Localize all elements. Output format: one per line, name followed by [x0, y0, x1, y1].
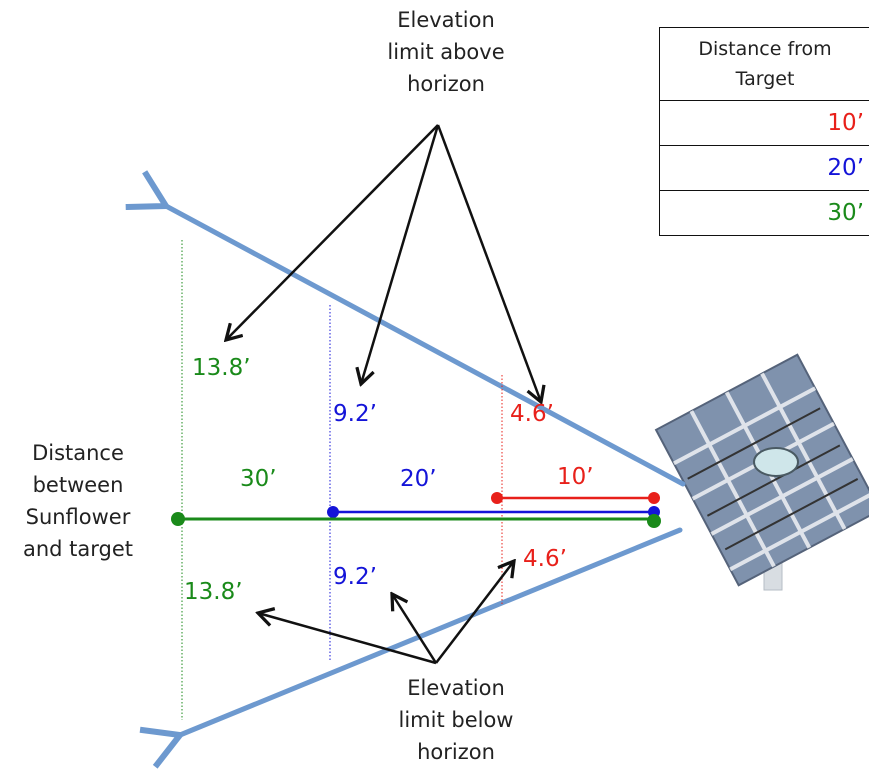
distance-point-20-start [327, 506, 339, 518]
distance-point-10-end [648, 492, 660, 504]
distance-point-10-start [491, 492, 503, 504]
caption-line: between [32, 473, 124, 497]
distance-label-10: 10’ [557, 464, 594, 490]
caption-line: horizon [417, 740, 495, 764]
caption-line: Elevation [407, 676, 505, 700]
caption-line: limit below [398, 708, 514, 732]
lower-ray [139, 527, 683, 769]
elevation-above-30: 13.8’ [192, 355, 251, 381]
legend-value: 20’ [659, 145, 869, 191]
caption-elevation-above: Elevation limit above horizon [376, 4, 516, 100]
elevation-below-30: 13.8’ [184, 579, 243, 605]
distance-point-30-start [171, 512, 185, 526]
legend-table: Distance from Target 10’ 20’ 30’ [659, 27, 869, 236]
caption-distance: Distance between Sunflower and target [8, 437, 148, 565]
sunflower-device [654, 353, 869, 591]
elevation-below-20: 9.2’ [333, 564, 377, 590]
legend-value: 10’ [659, 100, 869, 146]
legend-header-line: Target [735, 68, 795, 90]
elevation-below-10: 4.6’ [523, 546, 567, 572]
legend-header-row: Distance from Target [659, 27, 869, 101]
caption-elevation-below: Elevation limit below horizon [386, 672, 526, 768]
legend-header-line: Distance from [698, 38, 832, 60]
legend-value: 30’ [659, 190, 869, 236]
caption-line: Elevation [397, 8, 495, 32]
device-hub [753, 447, 799, 477]
legend-row: 30’ [659, 190, 869, 236]
distance-point-30-end [647, 514, 661, 528]
distance-label-20: 20’ [400, 466, 437, 492]
caption-line: Sunflower [25, 505, 131, 529]
caption-line: limit above [387, 40, 505, 64]
legend-header: Distance from Target [659, 27, 869, 101]
upper-ray [125, 170, 686, 487]
arrows-below [258, 561, 514, 665]
caption-line: horizon [407, 72, 485, 96]
legend-row: 10’ [659, 100, 869, 146]
elevation-above-20: 9.2’ [333, 401, 377, 427]
caption-line: Distance [32, 441, 124, 465]
distance-label-30: 30’ [240, 466, 277, 492]
legend-row: 20’ [659, 145, 869, 191]
arrows-above [226, 124, 541, 402]
caption-line: and target [22, 537, 134, 561]
elevation-above-10: 4.6’ [510, 401, 554, 427]
